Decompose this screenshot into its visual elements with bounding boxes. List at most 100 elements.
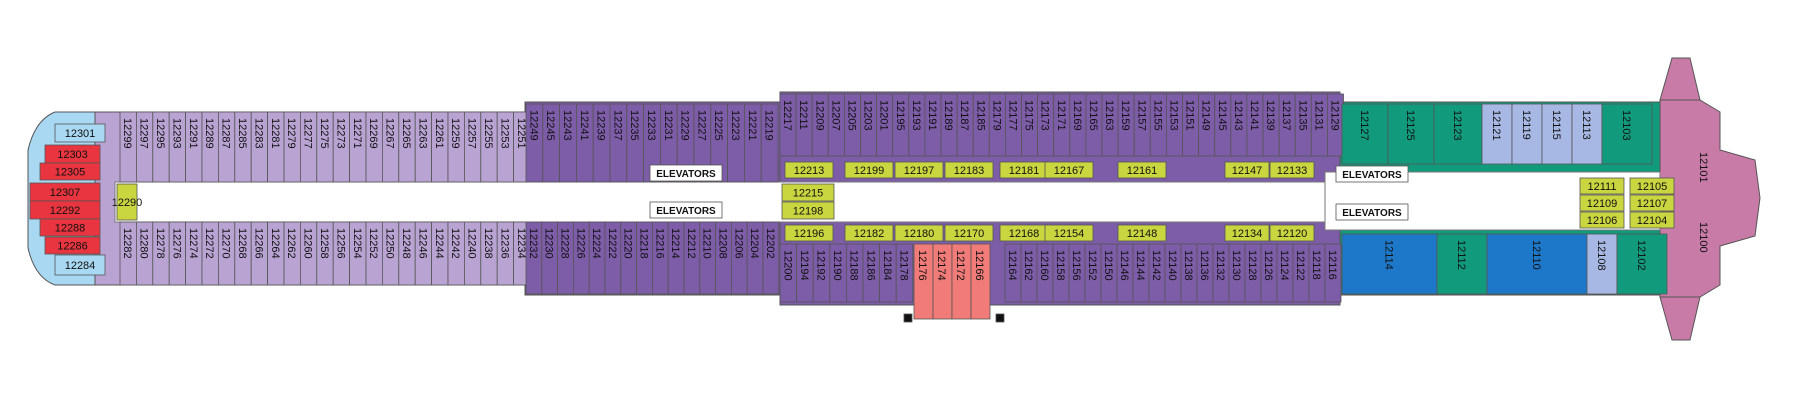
cabin-12121[interactable] [1481,103,1513,165]
cabin-number-12274: 12274 [187,228,199,259]
suite-number-12172: 12172 [954,250,966,281]
cabin-number-12139: 12139 [1264,100,1276,131]
cabin-number-12179: 12179 [990,100,1002,131]
elevator-label: ELEVATORS [1342,208,1402,219]
cabin-12107[interactable] [1629,194,1675,212]
cabin-number-12205: 12205 [845,100,857,131]
cabin-number-12105: 12105 [1637,181,1668,193]
cabin-12120[interactable] [1269,224,1315,242]
labels: 1230112303123051230712292122881228612284… [50,100,1709,281]
cabin-number-12108: 12108 [1595,240,1607,271]
cabin-12108[interactable] [1586,233,1618,295]
cabin-number-12246: 12246 [416,228,428,259]
cabin-12111[interactable] [1579,177,1625,195]
cabin-12148[interactable] [1117,224,1167,242]
cabin-number-12187: 12187 [958,100,970,131]
cabin-12301[interactable] [54,123,106,143]
cabin-number-12128: 12128 [1246,250,1258,281]
gangway-marker[interactable] [995,313,1005,323]
cabin-number-12113: 12113 [1580,110,1592,140]
cabin-number-12180: 12180 [904,228,935,240]
cabin-12290[interactable] [116,183,138,221]
cabin-number-12168: 12168 [1009,228,1040,240]
cabin-number-12301: 12301 [65,128,96,140]
cabin-12202[interactable] [762,221,780,295]
cabin-12154[interactable] [1044,224,1094,242]
cabin-12178[interactable] [895,243,914,303]
cabin-12103[interactable] [1601,103,1653,165]
cabin-12183[interactable] [944,161,994,179]
elevator-box[interactable] [1335,203,1409,221]
cabin-number-12252: 12252 [367,228,379,259]
cabin-number-12240: 12240 [466,228,478,259]
cabin-12305[interactable] [39,162,101,181]
cabin-12119[interactable] [1511,103,1543,165]
cabin-12104[interactable] [1629,211,1675,229]
cabin-number-12204: 12204 [748,228,760,259]
cabin-12114[interactable] [1341,233,1438,295]
cabin-12134[interactable] [1224,224,1270,242]
cabin-12288[interactable] [39,218,101,237]
cabin-number-12191: 12191 [926,100,938,131]
cabin-number-12232: 12232 [527,228,539,259]
cabin-12115[interactable] [1541,103,1573,165]
cabin-12116[interactable] [1324,243,1342,303]
cabin-12110[interactable] [1486,233,1588,295]
cabin-12105[interactable] [1629,177,1675,195]
cabin-number-12227: 12227 [695,110,707,141]
cabin-number-12249: 12249 [527,110,539,141]
cabin-number-12202: 12202 [764,228,776,259]
cabin-12213[interactable] [784,161,834,179]
cabin-12127[interactable] [1341,103,1389,165]
elevator-box[interactable] [649,164,723,182]
cabin-12161[interactable] [1117,161,1167,179]
elevator-box[interactable] [1335,165,1409,183]
cabin-number-12245: 12245 [544,110,556,141]
cabin-12112[interactable] [1436,233,1488,295]
cabin-number-12259: 12259 [449,118,461,149]
cabin-12180[interactable] [894,224,944,242]
cabin-12196[interactable] [784,224,834,242]
cabin-number-12289: 12289 [203,118,215,149]
cabin-12133[interactable] [1269,161,1315,179]
cabin-number-12242: 12242 [449,228,461,259]
suite-12166[interactable] [970,243,991,320]
cabin-number-12149: 12149 [1200,100,1212,131]
cabin-number-12148: 12148 [1127,228,1158,240]
cabin-number-12237: 12237 [611,110,623,141]
cabin-number-12267: 12267 [384,118,396,149]
cabin-12109[interactable] [1579,194,1625,212]
cabin-12147[interactable] [1224,161,1270,179]
cabin-12123[interactable] [1433,103,1483,165]
cabin-12182[interactable] [844,224,894,242]
cabin-number-12183: 12183 [954,165,985,177]
elevator-box[interactable] [649,201,723,219]
cabin-number-12151: 12151 [1184,100,1196,131]
cabin-12286[interactable] [44,236,101,255]
cabin-12167[interactable] [1044,161,1094,179]
cabin-12106[interactable] [1579,211,1625,229]
gangway-marker[interactable] [903,313,913,323]
cabin-12125[interactable] [1387,103,1435,165]
cabin-number-12127: 12127 [1358,110,1370,141]
cabin-number-12216: 12216 [653,228,665,259]
cabin-number-12177: 12177 [1006,100,1018,131]
cabin-12284[interactable] [54,254,106,276]
cabin-12215[interactable] [781,183,835,202]
cabin-12102[interactable] [1616,233,1668,295]
cabin-number-12280: 12280 [138,228,150,259]
cabin-12199[interactable] [844,161,894,179]
cabin-12170[interactable] [944,224,994,242]
cabin-number-12189: 12189 [942,100,954,131]
cabin-number-12173: 12173 [1039,100,1051,131]
cabin-number-12209: 12209 [813,100,825,131]
cabin-12197[interactable] [894,161,944,179]
cabin-12219[interactable] [760,103,779,183]
cabin-12198[interactable] [781,201,835,220]
cabin-number-12219: 12219 [763,110,775,141]
cabin-number-12143: 12143 [1232,100,1244,131]
cabin-number-12131: 12131 [1312,100,1324,131]
cabin-number-12213: 12213 [794,165,825,177]
cabin-number-12269: 12269 [367,118,379,149]
cabin-number-12186: 12186 [864,250,876,281]
